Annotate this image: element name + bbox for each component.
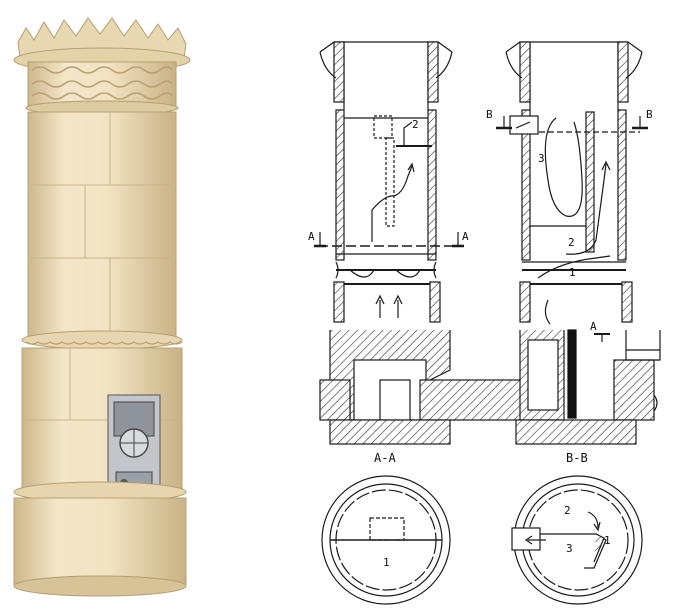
stove-middle-ring: [21, 330, 183, 350]
tiled-stove-photo: [13, 17, 191, 597]
stove-base: [13, 481, 187, 597]
section-elevation-right: [496, 41, 661, 445]
section-mark-a-left: A: [308, 230, 315, 243]
label-damper-2: 2: [412, 118, 419, 131]
section-elevation-left: [314, 41, 551, 445]
plan-aa-label-1: 1: [383, 556, 390, 569]
section-mark-a-right: A: [462, 230, 469, 243]
section-mark-b-left: B: [486, 108, 493, 121]
label-2-right: 2: [568, 236, 575, 249]
stove-crown: [13, 17, 191, 116]
stove-upper-body: [27, 111, 177, 338]
plan-bb-label-1: 1: [604, 534, 611, 547]
plan-bb-label-3: 3: [566, 542, 573, 555]
section-mark-a-small: A: [590, 320, 597, 333]
plan-bb-label-2: 2: [564, 504, 571, 517]
caption-section-aa: A-A: [374, 451, 396, 465]
caption-section-bb: B-B: [566, 451, 588, 465]
section-mark-b-right: B: [646, 108, 653, 121]
label-3-right: 3: [538, 152, 545, 165]
label-1-right: 1: [569, 266, 576, 279]
plan-section-bb: [511, 475, 643, 605]
plan-section-aa: [321, 475, 451, 605]
stove-door: [107, 394, 161, 500]
